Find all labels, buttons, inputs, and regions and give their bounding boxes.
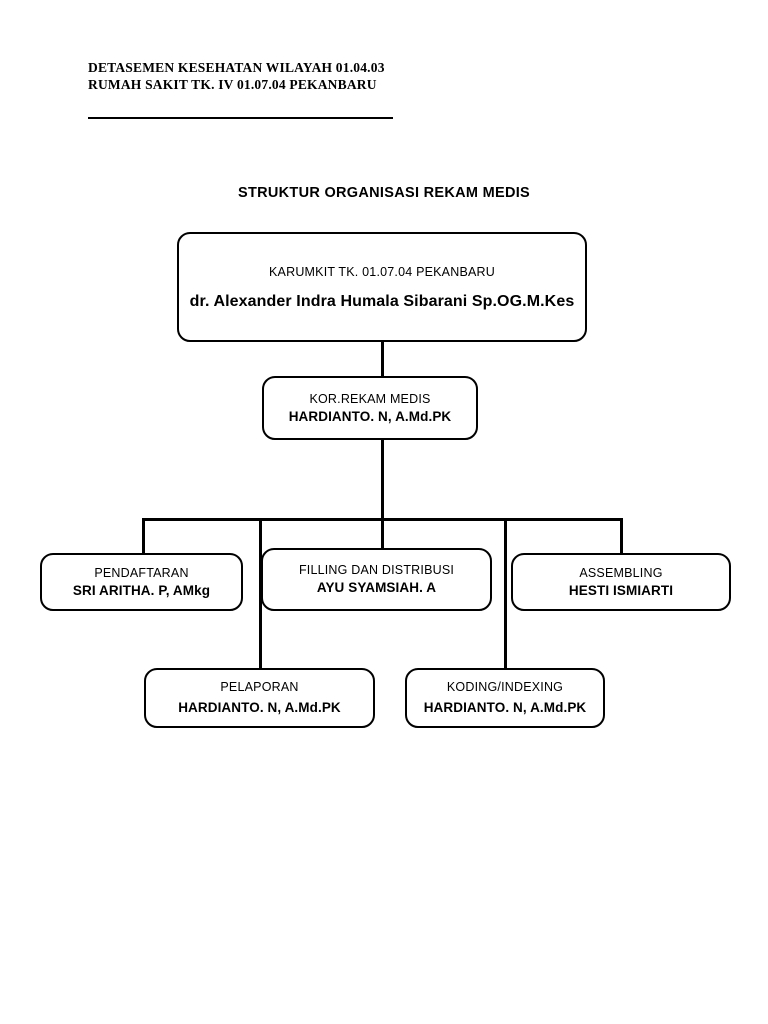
org-node-pendaftaran[interactable]: PENDAFTARAN SRI ARITHA. P, AMkg <box>40 553 243 611</box>
org-node-karumkit-role: KARUMKIT TK. 01.07.04 PEKANBARU <box>269 264 495 279</box>
org-node-kor-rekam-medis[interactable]: KOR.REKAM MEDIS HARDIANTO. N, A.Md.PK <box>262 376 478 440</box>
connector-kor-to-bus <box>381 440 384 518</box>
connector-bus-to-koding <box>504 518 507 670</box>
org-node-pendaftaran-role: PENDAFTARAN <box>94 565 189 580</box>
org-node-koding-indexing[interactable]: KODING/INDEXING HARDIANTO. N, A.Md.PK <box>405 668 605 728</box>
connector-bus-to-filling <box>381 518 384 550</box>
org-node-koding-indexing-role: KODING/INDEXING <box>446 680 564 694</box>
org-node-pelaporan-role: PELAPORAN <box>220 680 299 694</box>
chart-title: STRUKTUR ORGANISASI REKAM MEDIS <box>237 185 531 201</box>
letterhead-line-2: RUMAH SAKIT TK. IV 01.07.04 PEKANBARU <box>88 76 377 92</box>
connector-bus-to-pendaftaran <box>142 518 145 555</box>
org-node-pendaftaran-person: SRI ARITHA. P, AMkg <box>72 582 211 598</box>
org-node-karumkit-person: dr. Alexander Indra Humala Sibarani Sp.O… <box>189 292 575 310</box>
letterhead-divider <box>88 117 393 119</box>
org-node-assembling-role: ASSEMBLING <box>579 565 663 580</box>
org-node-koding-indexing-person: HARDIANTO. N, A.Md.PK <box>423 700 587 715</box>
org-node-filling-dan-distribusi-role: FILLING DAN DISTRIBUSI <box>298 563 455 577</box>
org-node-kor-rekam-medis-role: KOR.REKAM MEDIS <box>309 391 431 406</box>
connector-karumkit-to-kor <box>381 342 384 376</box>
org-node-assembling[interactable]: ASSEMBLING HESTI ISMIARTI <box>511 553 731 611</box>
org-node-karumkit[interactable]: KARUMKIT TK. 01.07.04 PEKANBARU dr. Alex… <box>177 232 587 342</box>
org-node-kor-rekam-medis-person: HARDIANTO. N, A.Md.PK <box>288 408 452 424</box>
org-node-assembling-person: HESTI ISMIARTI <box>568 582 674 598</box>
org-node-filling-dan-distribusi-person: AYU SYAMSIAH. A <box>316 580 437 595</box>
connector-bus-to-pelaporan <box>259 518 262 670</box>
org-node-pelaporan[interactable]: PELAPORAN HARDIANTO. N, A.Md.PK <box>144 668 375 728</box>
letterhead-line-1: DETASEMEN KESEHATAN WILAYAH 01.04.03 <box>88 60 385 75</box>
org-node-pelaporan-person: HARDIANTO. N, A.Md.PK <box>178 700 341 715</box>
letterhead: DETASEMEN KESEHATAN WILAYAH 01.04.03 RUM… <box>88 60 508 93</box>
connector-bus-to-assembling <box>620 518 623 555</box>
org-node-filling-dan-distribusi[interactable]: FILLING DAN DISTRIBUSI AYU SYAMSIAH. A <box>261 548 492 611</box>
